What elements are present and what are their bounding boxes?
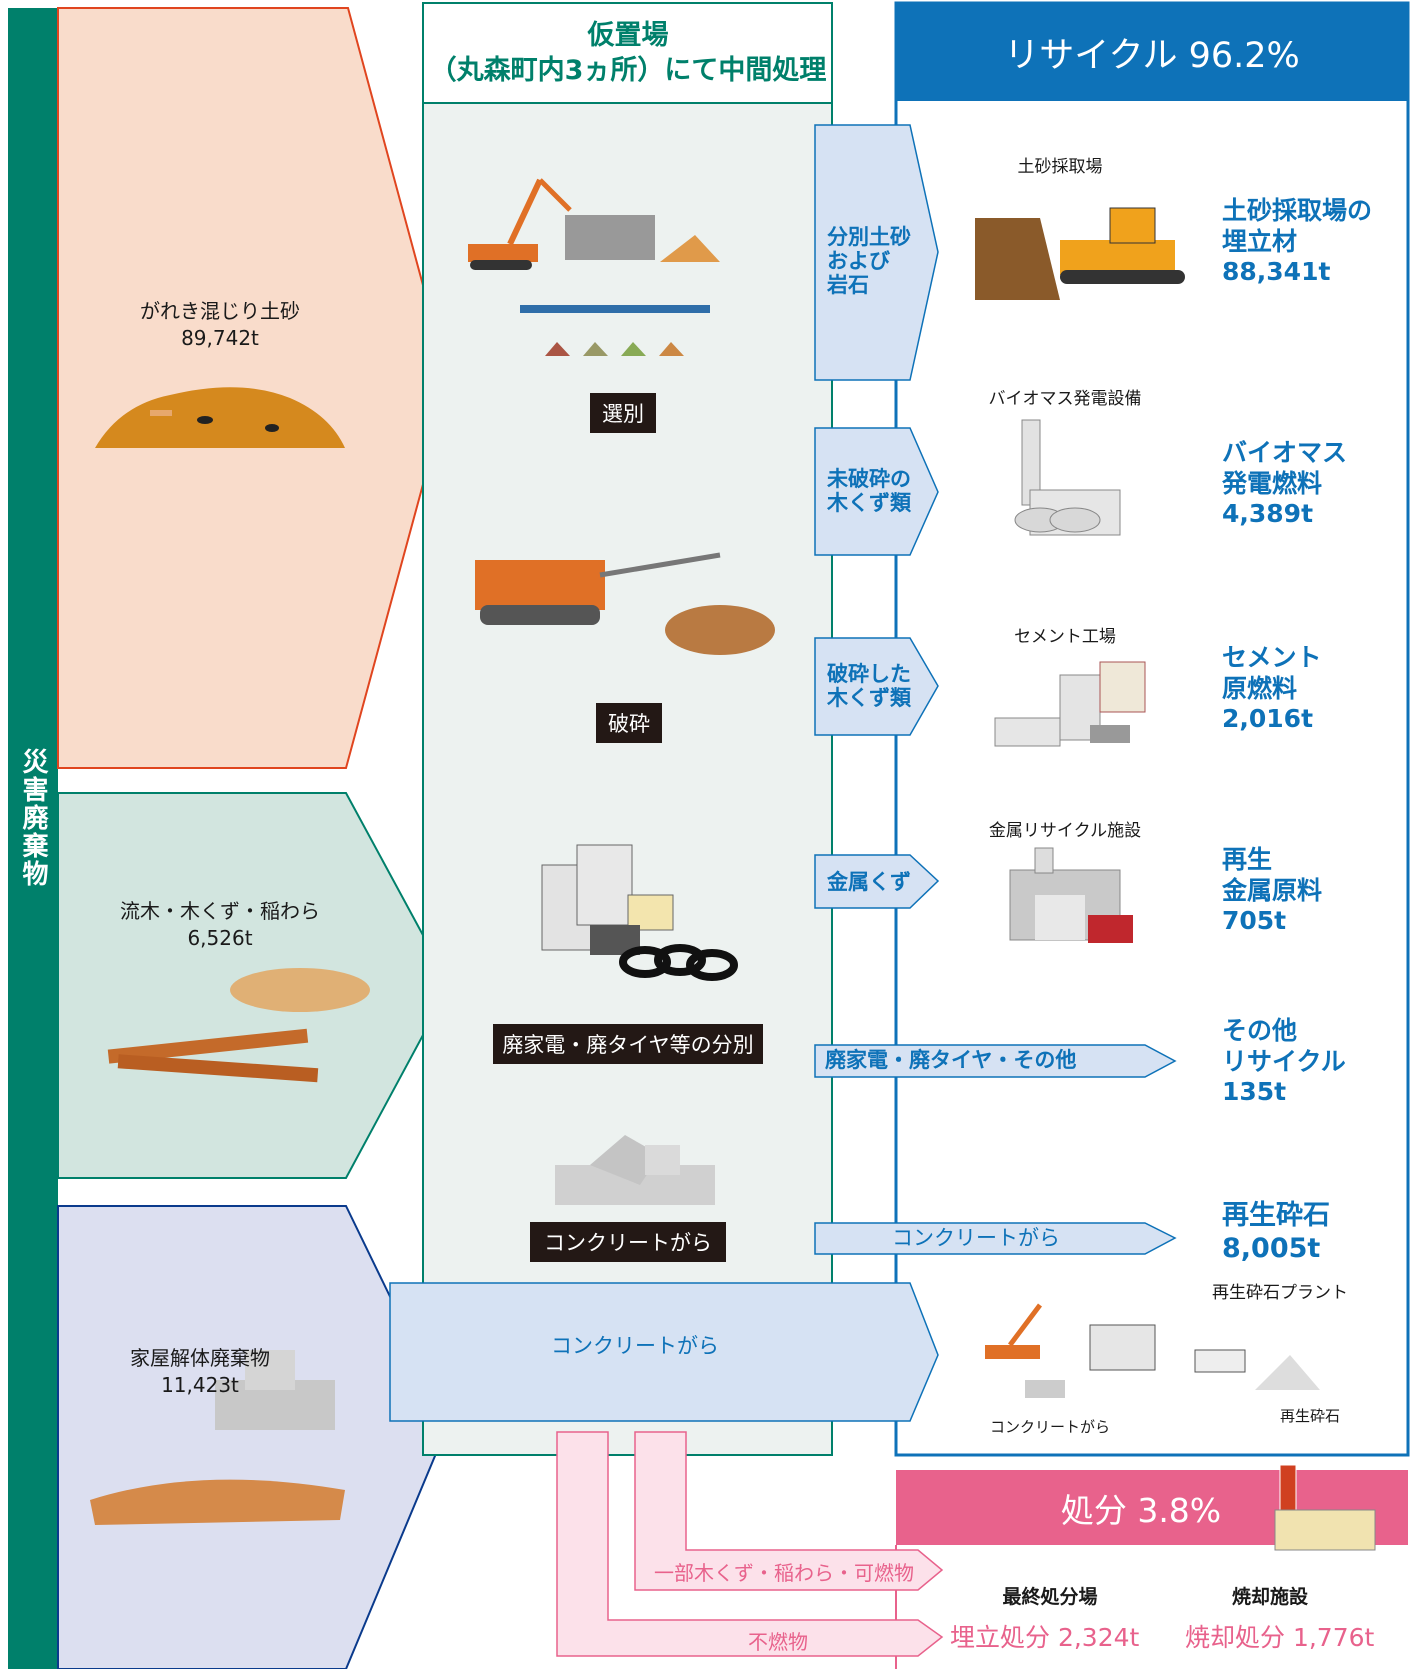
concrete-blocks-illustration — [555, 1135, 715, 1205]
result-other-recycle: その他 リサイクル 135t — [1222, 1016, 1346, 1106]
flow-arrow-soil — [814, 124, 939, 381]
source-soil-amount: 89,742t — [181, 326, 259, 350]
facility-biomass: バイオマス発電設備 — [988, 389, 1142, 409]
middle-header — [422, 2, 833, 104]
recycle-header: リサイクル 96.2% — [1004, 35, 1300, 76]
facility-metal: 金属リサイクル施設 — [988, 821, 1142, 841]
result-metal: 再生 金属原料 705t — [1222, 845, 1323, 935]
flow-label-concrete: コンクリートがら — [892, 1226, 1060, 1250]
flow-arrow-appliances — [814, 1044, 1177, 1078]
disposal-header: 処分 3.8% — [1060, 1490, 1222, 1530]
flow-label-soil: 分別土砂 および 岩石 — [827, 225, 911, 298]
result-soil-fill: 土砂採取場の 埋立材 88,341t — [1222, 196, 1373, 286]
step-crushing: 破砕 — [596, 703, 662, 743]
dirt-mound-illustration — [95, 387, 345, 448]
disposal-arrow-incombustible — [556, 1431, 944, 1657]
flow-label-metal: 金属くず — [827, 870, 911, 894]
metal-recycling-plant-illustration — [1009, 847, 1133, 943]
facility-soil-pit: 土砂採取場 — [1017, 157, 1103, 177]
middle-title-line2: （丸森町内3ヵ所）にて中間処理 — [429, 55, 827, 87]
middle-title: 仮置場 （丸森町内3ヵ所）にて中間処理 — [423, 18, 833, 88]
demolition-debris-illustration — [90, 1350, 345, 1525]
flow-arrow-metal — [814, 854, 940, 909]
side-bar — [8, 8, 58, 1669]
flow-arrow-broken-wood — [814, 637, 939, 736]
plant-output-label: 再生砕石 — [1279, 1407, 1340, 1425]
step-appliance-separation: 廃家電・廃タイヤ等の分別 — [493, 1024, 763, 1064]
flow-arrow-concrete — [814, 1222, 1177, 1255]
recycle-header-bg — [896, 3, 1408, 101]
middle-title-line1: 仮置場 — [587, 20, 669, 51]
logs-illustration — [107, 968, 370, 1083]
facility-incinerator: 焼却施設 — [1231, 1586, 1308, 1608]
crusher-illustration — [475, 552, 775, 655]
plant-title: 再生砕石プラント — [1212, 1283, 1348, 1303]
bulldozer-illustration — [975, 207, 1185, 300]
sorting-machine-illustration — [468, 178, 720, 356]
flow-arrow-direct-concrete — [389, 1282, 939, 1422]
result-biomass-fuel: バイオマス 発電燃料 4,389t — [1222, 438, 1348, 528]
disposal-flow-incombustible: 不燃物 — [748, 1630, 808, 1654]
plant-input-label: コンクリートがら — [989, 1418, 1110, 1436]
source-demolition-name: 家屋解体廃棄物 — [130, 1346, 270, 1370]
appliances-tires-illustration — [541, 844, 738, 981]
result-crushed-stone: 再生砕石 8,005t — [1222, 1200, 1330, 1264]
result-incineration: 焼却処分 1,776t — [1185, 1623, 1375, 1652]
disposal-flow-combustible: 一部木くず・稲わら・可燃物 — [654, 1561, 914, 1585]
flow-label-appliances: 廃家電・廃タイヤ・その他 — [825, 1048, 1077, 1072]
source-demolition-label: 家屋解体廃棄物 11,423t — [110, 1345, 290, 1399]
incinerator-illustration — [1274, 1464, 1376, 1551]
source-wood-amount: 6,526t — [187, 926, 253, 950]
side-label: 災害廃棄物 — [18, 748, 48, 888]
flow-label-broken-wood: 破砕した 木くず類 — [827, 662, 911, 711]
crushed-stone-plant-illustration — [985, 1303, 1320, 1398]
flow-label-unbroken-wood: 未破砕の 木くず類 — [827, 467, 911, 516]
source-wood-label: 流木・木くず・稲わら 6,526t — [120, 898, 320, 952]
facility-landfill: 最終処分場 — [1002, 1586, 1098, 1608]
flow-arrow-unbroken-wood — [814, 427, 939, 556]
result-cement-fuel: セメント 原燃料 2,016t — [1222, 643, 1322, 733]
cement-plant-illustration — [994, 661, 1146, 747]
disposal-arrow-combustible — [634, 1431, 944, 1591]
result-landfill: 埋立処分 2,324t — [950, 1623, 1140, 1652]
step-sorting: 選別 — [590, 393, 656, 433]
biomass-plant-illustration — [1014, 419, 1121, 536]
facility-cement: セメント工場 — [1014, 627, 1116, 647]
source-soil-label: がれき混じり土砂 89,742t — [130, 298, 310, 352]
source-soil-name: がれき混じり土砂 — [140, 299, 300, 323]
source-panel-demolition — [57, 1205, 452, 1669]
direct-flow-label: コンクリートがら — [551, 1334, 719, 1358]
step-concrete: コンクリートがら — [530, 1222, 726, 1262]
source-wood-name: 流木・木くず・稲わら — [120, 899, 320, 923]
source-demolition-amount: 11,423t — [161, 1373, 239, 1397]
source-panel-soil — [57, 7, 452, 769]
